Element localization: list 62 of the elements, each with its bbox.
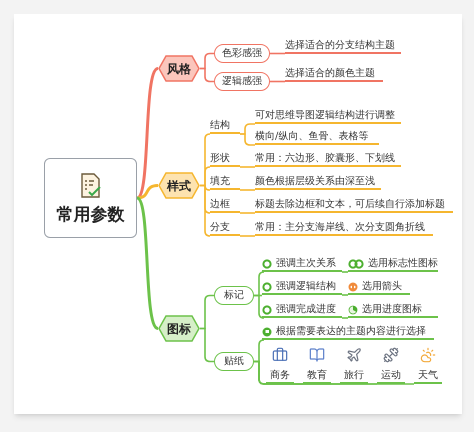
- topic-text: 填充: [210, 176, 240, 190]
- branch-line: [254, 294, 265, 319]
- topic-text: 颜色根据层级关系由深至浅: [255, 176, 381, 190]
- branch-line: [136, 184, 158, 200]
- sticker-item: [340, 347, 368, 384]
- topic-capsule: 色彩感强: [214, 44, 270, 63]
- topic-text: 选择适合的颜色主题: [285, 68, 383, 82]
- sticker-item: [303, 347, 331, 384]
- sticker-label: 旅行: [344, 370, 364, 382]
- topic-capsule: 贴纸: [214, 352, 254, 371]
- branch-line: [200, 68, 214, 82]
- topic-text: 可对思维导图逻辑结构进行调整: [255, 110, 401, 124]
- underlined-topic: [262, 326, 434, 340]
- topic-text: 横向/纵向、鱼骨、表格等: [255, 131, 379, 145]
- topic-capsule: 标记: [214, 286, 254, 305]
- topic-text: 标题去除边框和文本，可后续自行添加标题: [255, 199, 453, 213]
- branch-line: [240, 235, 255, 237]
- sticker-label: 商务: [270, 370, 290, 382]
- topic-text: 常用：六边形、胶囊形、下划线: [255, 153, 401, 167]
- branch-line: [240, 166, 255, 168]
- branch-line: [342, 271, 348, 273]
- sticker-item: [266, 347, 294, 384]
- sticker-item: [377, 347, 405, 384]
- underlined-topic: [348, 281, 410, 295]
- topic-text: 分支: [210, 222, 240, 236]
- topic-text: 常用：主分支海岸线、次分支圆角折线: [255, 222, 433, 236]
- topic-text: 强调逻辑结构: [276, 280, 336, 292]
- branch-line: [240, 133, 255, 146]
- topic-text: 根据需要表达的主题内容进行选择: [276, 326, 426, 338]
- branch-label: 图标: [167, 320, 191, 338]
- topic-text: 选用标志性图标: [368, 258, 438, 270]
- topic-text: 结构: [210, 120, 240, 134]
- branch-line: [200, 328, 214, 362]
- topic-text: 选用箭头: [362, 280, 402, 292]
- topic-text: 强调完成进度: [276, 304, 336, 316]
- topic-text: 强调主次关系: [276, 258, 336, 270]
- branch-line: [270, 80, 285, 82]
- underlined-topic: [262, 281, 342, 295]
- topic-text: 选择适合的分支结构主题: [285, 40, 401, 54]
- topic-capsule: 逻辑感强: [214, 72, 270, 91]
- central-topic-box: [44, 158, 137, 238]
- branch-line: [240, 189, 255, 191]
- central-topic-text: 常用参数: [56, 206, 124, 224]
- topic-text: 选用进度图标: [362, 304, 422, 316]
- branch-line: [342, 317, 348, 319]
- branch-line: [136, 196, 159, 330]
- topic-text: 边框: [210, 199, 240, 213]
- underlined-topic: [348, 304, 438, 318]
- underlined-topic: [262, 258, 342, 272]
- topic-text: 形状: [210, 153, 240, 167]
- underlined-topic: [262, 304, 342, 318]
- sticker-item: [414, 347, 442, 384]
- branch-line: [136, 67, 159, 200]
- branch-line: [240, 212, 255, 214]
- sticker-label: 教育: [307, 370, 327, 382]
- branch-label: 风格: [167, 60, 191, 78]
- underlined-topic: [348, 258, 438, 272]
- branch-line: [342, 294, 348, 296]
- branch-label: 样式: [167, 178, 191, 194]
- sticker-label: 天气: [418, 370, 438, 382]
- sticker-label: 运动: [381, 370, 401, 382]
- branch-line: [270, 52, 285, 54]
